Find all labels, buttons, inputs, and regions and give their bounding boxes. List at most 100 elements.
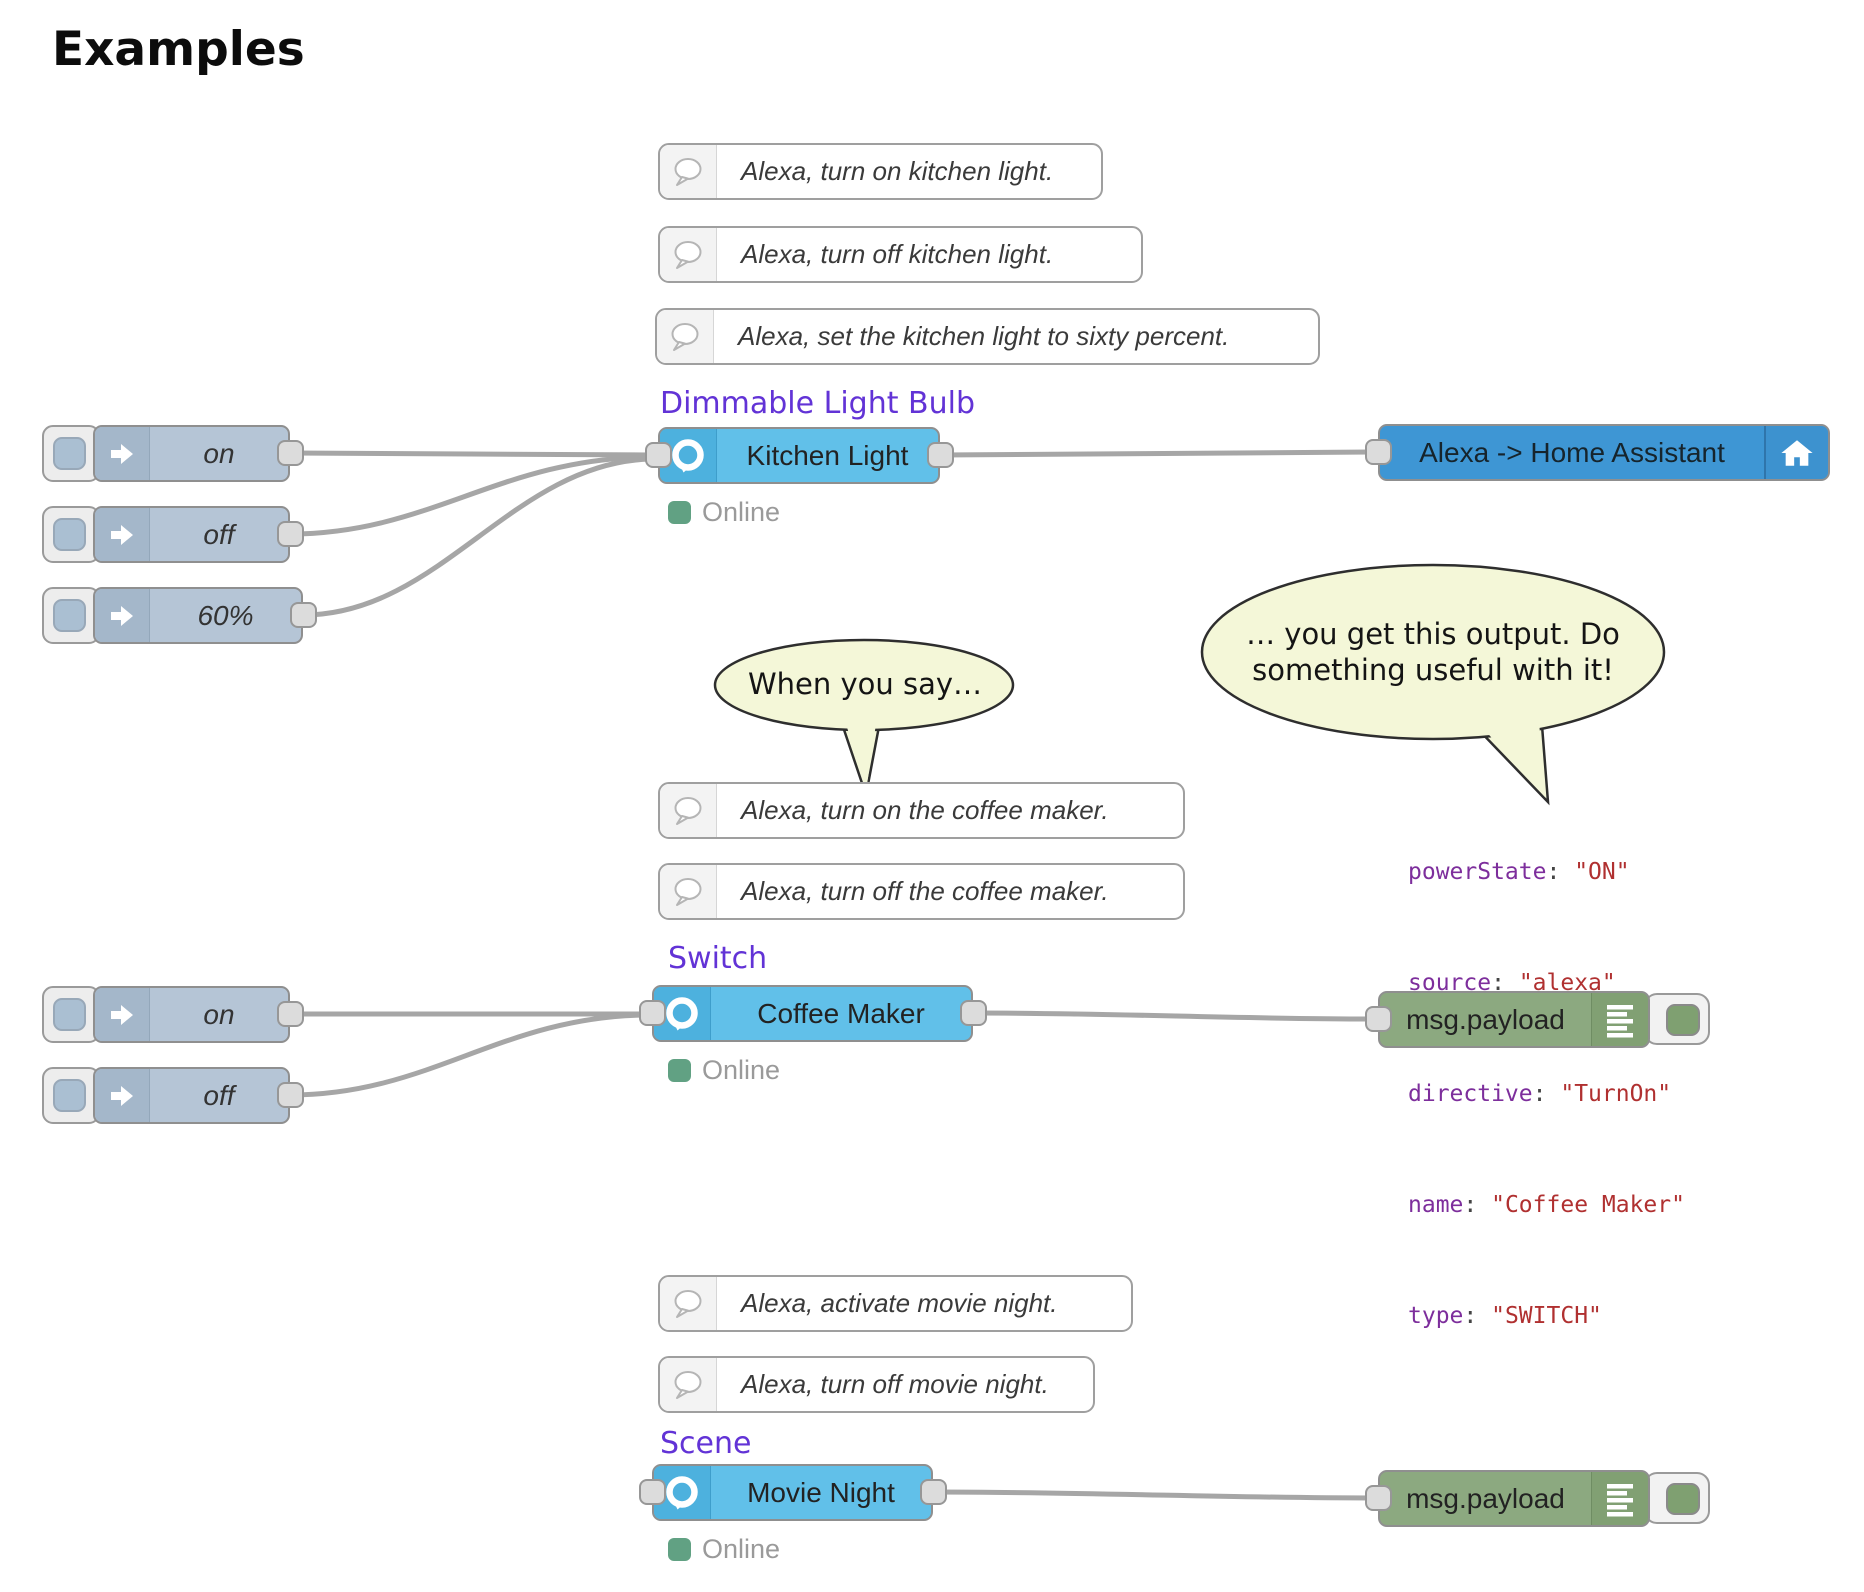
debug-node-msg-payload[interactable]: msg.payload [1378, 991, 1650, 1048]
inject-node-label: on [203, 437, 235, 469]
comment-node[interactable]: Alexa, activate movie night. [658, 1275, 1133, 1332]
code-line: type: "SWITCH" [1408, 1298, 1685, 1335]
inject-button-inner [53, 599, 86, 632]
code-line: powerState: "ON" [1408, 854, 1685, 891]
speech-bubble-icon [674, 1370, 702, 1399]
inject-node-on[interactable]: on [93, 425, 290, 482]
status-text: Online [702, 497, 781, 527]
inject-button[interactable] [42, 425, 100, 482]
comment-node[interactable]: Alexa, turn off movie night. [658, 1356, 1095, 1413]
wire[interactable] [300, 456, 653, 618]
device-node-label: Movie Night [747, 1476, 895, 1508]
inject-button[interactable] [42, 1067, 100, 1124]
device-node-label: Kitchen Light [746, 439, 909, 471]
status-text: Online [702, 1534, 781, 1564]
comment-text: Alexa, turn off kitchen light. [741, 239, 1054, 269]
input-port[interactable] [1365, 1006, 1392, 1032]
output-port[interactable] [920, 1479, 947, 1505]
speech-bubble-icon [674, 877, 702, 906]
comment-node[interactable]: Alexa, turn off kitchen light. [658, 226, 1143, 283]
debug-toggle-button[interactable] [1644, 1472, 1710, 1524]
comment-text: Alexa, set the kitchen light to sixty pe… [738, 321, 1230, 351]
output-port[interactable] [277, 521, 304, 547]
payload-code-block: powerState: "ON" source: "alexa" directi… [1408, 780, 1685, 1409]
code-value: "Coffee Maker" [1491, 1192, 1685, 1218]
comment-text: Alexa, turn off movie night. [741, 1369, 1049, 1399]
input-port[interactable] [1365, 1485, 1392, 1511]
code-line: name: "Coffee Maker" [1408, 1187, 1685, 1224]
output-port[interactable] [960, 1000, 987, 1026]
inject-button[interactable] [42, 587, 100, 644]
inject-node-label: on [203, 998, 235, 1030]
debug-toggle-button[interactable] [1644, 993, 1710, 1045]
inject-button[interactable] [42, 986, 100, 1043]
inject-node-60-percent[interactable]: 60% [93, 587, 303, 644]
inject-arrow-icon [95, 508, 150, 561]
when-bubble-tail-fill [838, 697, 880, 791]
wire[interactable] [287, 454, 653, 537]
output-port[interactable] [277, 440, 304, 466]
wire[interactable] [937, 449, 1375, 458]
inject-arrow-icon [95, 589, 150, 642]
speech-bubble-icon [674, 240, 702, 269]
node-status: Online [668, 1534, 780, 1565]
status-text: Online [702, 1055, 781, 1085]
inject-node-label: off [203, 1079, 235, 1111]
inject-node-off[interactable]: off [93, 506, 290, 563]
comment-icon-cell [660, 1358, 717, 1411]
debug-toggle-inner [1666, 1004, 1700, 1036]
comment-icon-cell [660, 228, 717, 281]
section-label-dimmable-light-bulb: Dimmable Light Bulb [660, 386, 976, 421]
comment-node[interactable]: Alexa, turn on kitchen light. [658, 143, 1103, 200]
wire[interactable] [930, 1489, 1375, 1501]
node-status: Online [668, 497, 780, 528]
comment-icon-cell [660, 784, 717, 837]
input-port[interactable] [645, 442, 672, 468]
comment-text: Alexa, turn on the coffee maker. [741, 795, 1109, 825]
comment-text: Alexa, turn off the coffee maker. [741, 876, 1109, 906]
inject-button-inner [53, 998, 86, 1031]
device-node-movie-night[interactable]: Movie Night [652, 1464, 933, 1521]
inject-arrow-icon [95, 427, 150, 480]
speech-bubble-icon [674, 796, 702, 825]
code-line: directive: "TurnOn" [1408, 1076, 1685, 1113]
output-port[interactable] [927, 442, 954, 468]
output-port[interactable] [277, 1082, 304, 1108]
wire[interactable] [287, 450, 653, 458]
inject-arrow-icon [95, 988, 150, 1041]
input-port[interactable] [1365, 439, 1392, 465]
code-colon: : [1463, 1192, 1478, 1218]
input-port[interactable] [639, 1479, 666, 1505]
home-icon [1764, 426, 1828, 479]
output-bubble [1200, 563, 1666, 741]
comment-node[interactable]: Alexa, set the kitchen light to sixty pe… [655, 308, 1320, 365]
inject-node-off[interactable]: off [93, 1067, 290, 1124]
inject-node-on[interactable]: on [93, 986, 290, 1043]
speech-bubble-icon [674, 157, 702, 186]
output-port[interactable] [277, 1001, 304, 1027]
comment-node[interactable]: Alexa, turn off the coffee maker. [658, 863, 1185, 920]
output-port[interactable] [290, 602, 317, 628]
debug-node-msg-payload[interactable]: msg.payload [1378, 1470, 1650, 1527]
section-label-scene: Scene [660, 1426, 752, 1461]
comment-text: Alexa, activate movie night. [741, 1288, 1058, 1318]
node-status: Online [668, 1055, 780, 1086]
wire[interactable] [970, 1010, 1375, 1022]
comment-icon-cell [657, 310, 714, 363]
inject-button-inner [53, 1079, 86, 1112]
debug-list-icon [1591, 1472, 1648, 1525]
speech-bubble-icon [671, 322, 699, 351]
comment-icon-cell [660, 1277, 717, 1330]
alexa-home-assistant-node[interactable]: Alexa -> Home Assistant [1378, 424, 1830, 481]
input-port[interactable] [639, 1000, 666, 1026]
code-colon: : [1532, 1081, 1547, 1107]
comment-node[interactable]: Alexa, turn on the coffee maker. [658, 782, 1185, 839]
inject-button-inner [53, 437, 86, 470]
wire[interactable] [287, 1012, 648, 1098]
inject-button-inner [53, 518, 86, 551]
page-title: Examples [52, 22, 305, 77]
code-colon: : [1491, 970, 1505, 996]
device-node-coffee-maker[interactable]: Coffee Maker [652, 985, 973, 1042]
